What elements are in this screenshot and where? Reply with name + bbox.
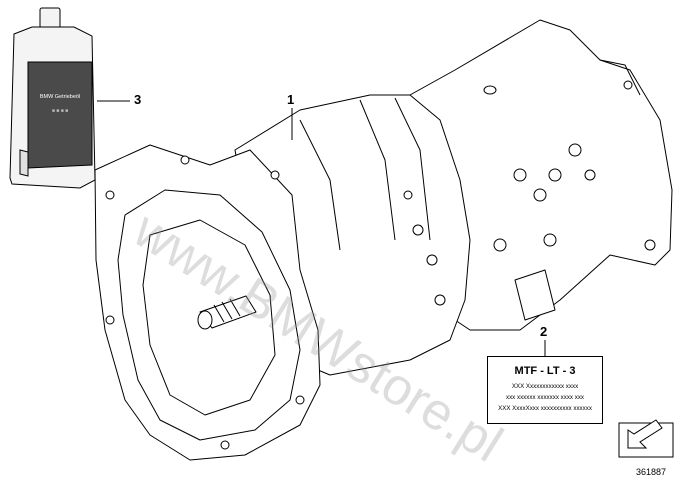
reference-number: 361887 — [636, 467, 667, 477]
bottle-label-brand: BMW Getriebeöl — [40, 94, 80, 100]
label-line-1: XXX Xxxxxxxxxxxx xxxx — [511, 383, 579, 390]
callout-3[interactable]: 3 — [134, 92, 142, 107]
callout-2[interactable]: 2 — [540, 324, 548, 339]
callout-1[interactable]: 1 — [287, 92, 295, 107]
label-line-2: xxx xxxxxx xxxxxxx xxxx xxx — [505, 394, 585, 401]
label-header: MTF - LT - 3 — [514, 365, 576, 377]
gearbox-assembly[interactable] — [94, 19, 673, 461]
label-line-3: XXX XxxxXxxx xxxxxxxxxx xxxxxx — [498, 405, 592, 412]
mtf-label-sticker[interactable]: MTF - LT - 3 XXX Xxxxxxxxxxxx xxxx xxx x… — [487, 356, 603, 424]
bottle-label-lines: ■ ■ ■ ■ — [52, 108, 68, 114]
arrow-icon[interactable] — [618, 419, 674, 458]
